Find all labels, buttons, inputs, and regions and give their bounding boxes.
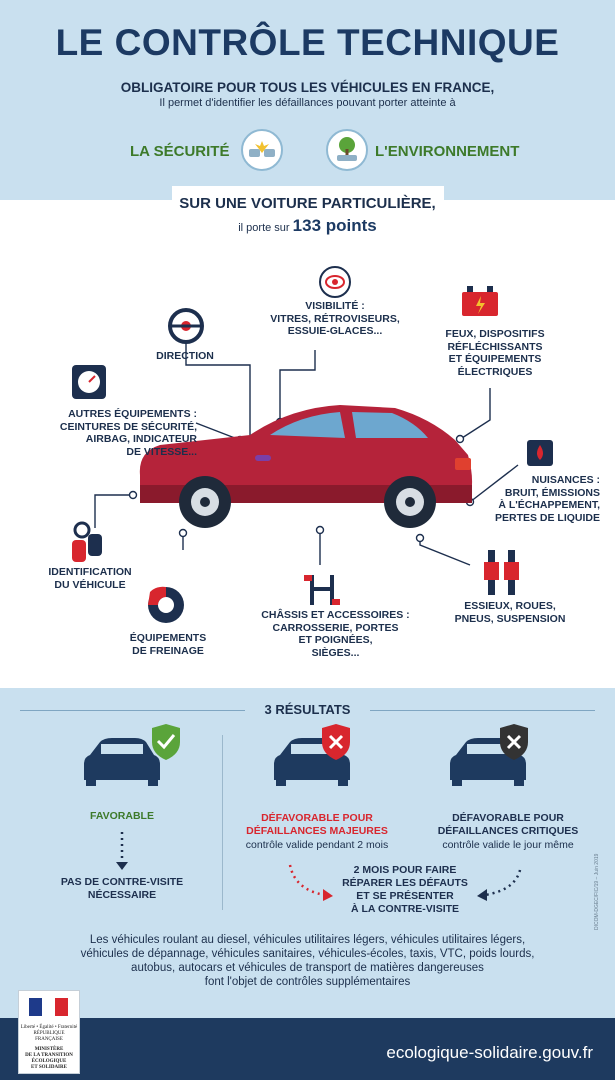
dotted-arrow-down <box>116 832 128 870</box>
divider-left <box>20 710 245 711</box>
cross-black-shield-icon <box>500 724 528 760</box>
check-shield-icon <box>152 724 180 760</box>
divider-right <box>370 710 595 711</box>
label-visibilite: VISIBILITÉ :VITRES, RÉTROVISEURS,ESSUIE-… <box>270 300 400 337</box>
dotted-arrow-dark <box>477 869 522 901</box>
footnote: Les véhicules roulant au diesel, véhicul… <box>80 934 535 988</box>
safety-label: LA SÉCURITÉ <box>130 143 230 160</box>
logo-motto: Liberté • Égalité • Fraternité <box>20 1025 78 1030</box>
logo-republic: RÉPUBLIQUE FRANÇAISE <box>33 1031 65 1042</box>
crash-icon <box>241 129 283 171</box>
label-chassis: CHÂSSIS ET ACCESSOIRES :CARROSSERIE, POR… <box>261 609 410 659</box>
result-critical-note: contrôle valide le jour même <box>442 839 574 851</box>
eye-icon <box>319 266 351 298</box>
label-essieux: ESSIEUX, ROUES,PNEUS, SUSPENSION <box>454 600 566 625</box>
steering-wheel-icon <box>168 308 204 344</box>
battery-icon <box>462 286 498 316</box>
results-title: 3 RÉSULTATS <box>264 702 351 717</box>
header-subtitle: OBLIGATOIRE POUR TOUS LES VÉHICULES EN F… <box>120 80 495 95</box>
credit-text: DICOM-DGEC/FIC/19 – Juin 2019 <box>594 853 600 930</box>
chassis-icon <box>304 575 340 605</box>
car-favorable-icon <box>84 738 160 786</box>
brake-disc-icon <box>148 586 184 623</box>
result-major-note: contrôle valide pendant 2 mois <box>245 839 389 851</box>
tree-car-icon <box>326 129 368 171</box>
car-diagram <box>72 266 553 623</box>
suspension-icon <box>484 550 519 595</box>
points-title: SUR UNE VOITURE PARTICULIÈRE, <box>179 195 436 212</box>
red-car <box>139 405 473 528</box>
label-autres: AUTRES ÉQUIPEMENTS :CEINTURES DE SÉCURIT… <box>59 408 197 458</box>
result-favorable: FAVORABLE <box>90 810 154 822</box>
header-band <box>0 0 615 200</box>
car-key-icon <box>72 521 102 562</box>
cross-red-shield-icon <box>322 724 350 760</box>
results-graphics <box>84 724 528 901</box>
speedometer-icon <box>72 365 106 399</box>
page-title: LE CONTRÔLE TECHNIQUE <box>55 22 560 63</box>
points-banner <box>172 186 444 238</box>
footer-band <box>0 1018 615 1080</box>
marianne-flag-icon <box>29 998 68 1016</box>
ministry-logo: Liberté • Égalité • Fraternité RÉPUBLIQU… <box>18 990 80 1074</box>
environment-label: L'ENVIRONNEMENT <box>375 143 520 160</box>
oil-can-icon <box>527 440 553 466</box>
label-direction: DIRECTION <box>156 350 214 362</box>
footer-url[interactable]: ecologique-solidaire.gouv.fr <box>386 1043 593 1062</box>
header-subtext: Il permet d'identifier les défaillances … <box>159 97 456 109</box>
dotted-arrow-red <box>288 864 333 901</box>
results-divider <box>222 735 223 910</box>
points-subtitle: il porte sur 133 points <box>238 216 377 235</box>
